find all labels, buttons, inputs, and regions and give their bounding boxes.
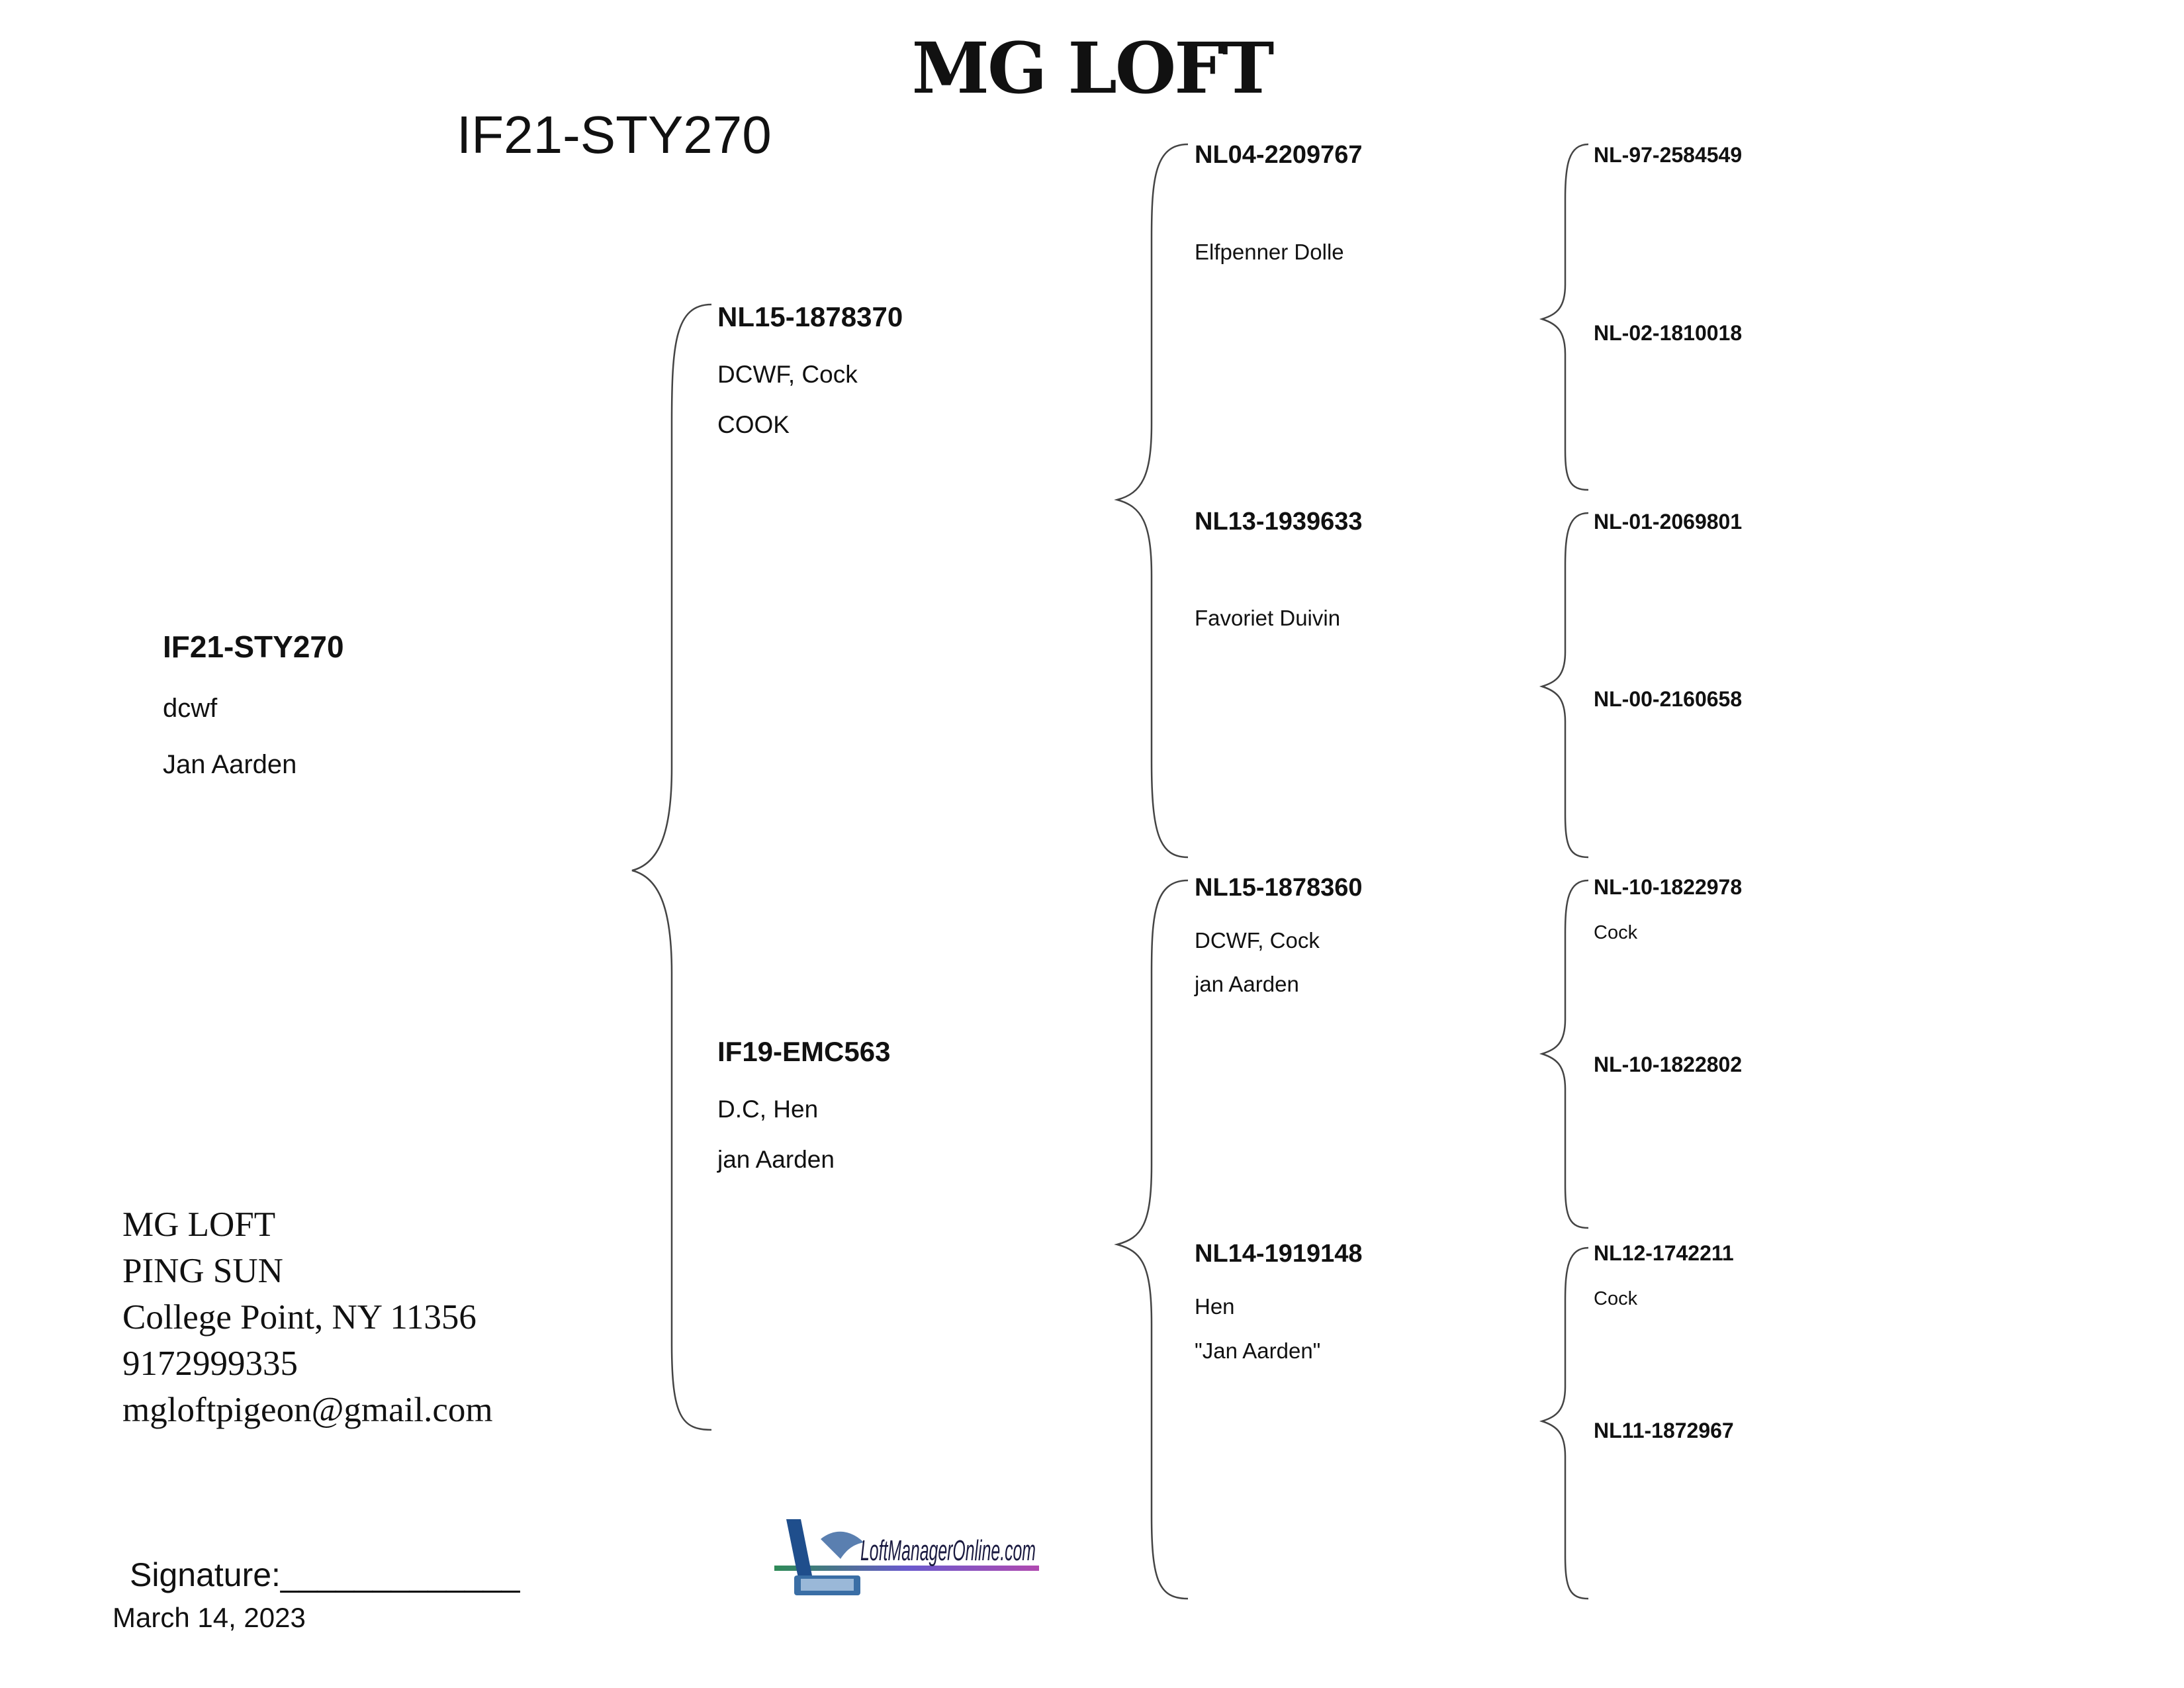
gen3-ring: NL-01-2069801 <box>1594 510 1743 534</box>
gen3-ring: NL-00-2160658 <box>1594 687 1743 711</box>
pedigree-id: IF21-STY270 <box>457 105 772 164</box>
sire-ring: NL15-1878370 <box>717 301 903 332</box>
gen3-ring: NL-97-2584549 <box>1594 143 1743 167</box>
brace-gen1 <box>631 303 712 1431</box>
subject-breeder: Jan Aarden <box>163 750 297 779</box>
brace-gen3-3 <box>1539 879 1589 1229</box>
gen3-info: Cock <box>1594 1288 1638 1309</box>
dam-sire-note: jan Aarden <box>1195 972 1299 996</box>
print-date: March 14, 2023 <box>113 1602 306 1633</box>
contact-name: MG LOFT <box>122 1205 276 1244</box>
loft-title: MG LOFT <box>911 26 1275 109</box>
gen3-ring: NL12-1742211 <box>1594 1241 1734 1265</box>
logo-text: LoftManagerOnline.com <box>860 1534 1036 1567</box>
contact-owner: PING SUN <box>122 1252 283 1290</box>
contact-address: College Point, NY 11356 <box>122 1298 477 1336</box>
gen3-ring: NL-02-1810018 <box>1594 321 1743 345</box>
sire-sire-info: Elfpenner Dolle <box>1195 240 1344 264</box>
dam-sire-ring: NL15-1878360 <box>1195 874 1363 902</box>
sire-note: COOK <box>717 411 790 438</box>
brace-gen3-4 <box>1539 1246 1589 1600</box>
subject-color: dcwf <box>163 694 218 723</box>
sire-info: DCWF, Cock <box>717 361 858 388</box>
dam-note: jan Aarden <box>717 1146 835 1173</box>
contact-phone: 9172999335 <box>122 1344 298 1383</box>
subject-ring: IF21-STY270 <box>163 630 344 664</box>
brace-gen2-top <box>1114 143 1189 859</box>
dam-sire-info: DCWF, Cock <box>1195 928 1320 953</box>
gen3-info: Cock <box>1594 922 1638 943</box>
gen3-ring: NL11-1872967 <box>1594 1419 1734 1442</box>
brace-gen3-1 <box>1539 143 1589 491</box>
dam-dam-note: "Jan Aarden" <box>1195 1338 1321 1363</box>
sire-sire-ring: NL04-2209767 <box>1195 141 1363 169</box>
dam-ring: IF19-EMC563 <box>717 1036 891 1067</box>
sire-dam-ring: NL13-1939633 <box>1195 508 1363 536</box>
gen3-ring: NL-10-1822978 <box>1594 875 1743 899</box>
brace-gen3-2 <box>1539 512 1589 859</box>
dam-dam-ring: NL14-1919148 <box>1195 1240 1363 1268</box>
dam-dam-info: Hen <box>1195 1294 1235 1319</box>
contact-block: MG LOFT PING SUN College Point, NY 11356… <box>122 1201 493 1433</box>
dam-info: D.C, Hen <box>717 1096 819 1123</box>
gen3-ring: NL-10-1822802 <box>1594 1053 1743 1076</box>
signature-line: Signature:_____________ <box>130 1556 520 1593</box>
loftmanager-logo: LoftManagerOnline.com <box>774 1519 1039 1595</box>
contact-email: mgloftpigeon@gmail.com <box>122 1391 493 1429</box>
brace-gen2-bottom <box>1114 879 1189 1600</box>
sire-dam-info: Favoriet Duivin <box>1195 606 1341 630</box>
